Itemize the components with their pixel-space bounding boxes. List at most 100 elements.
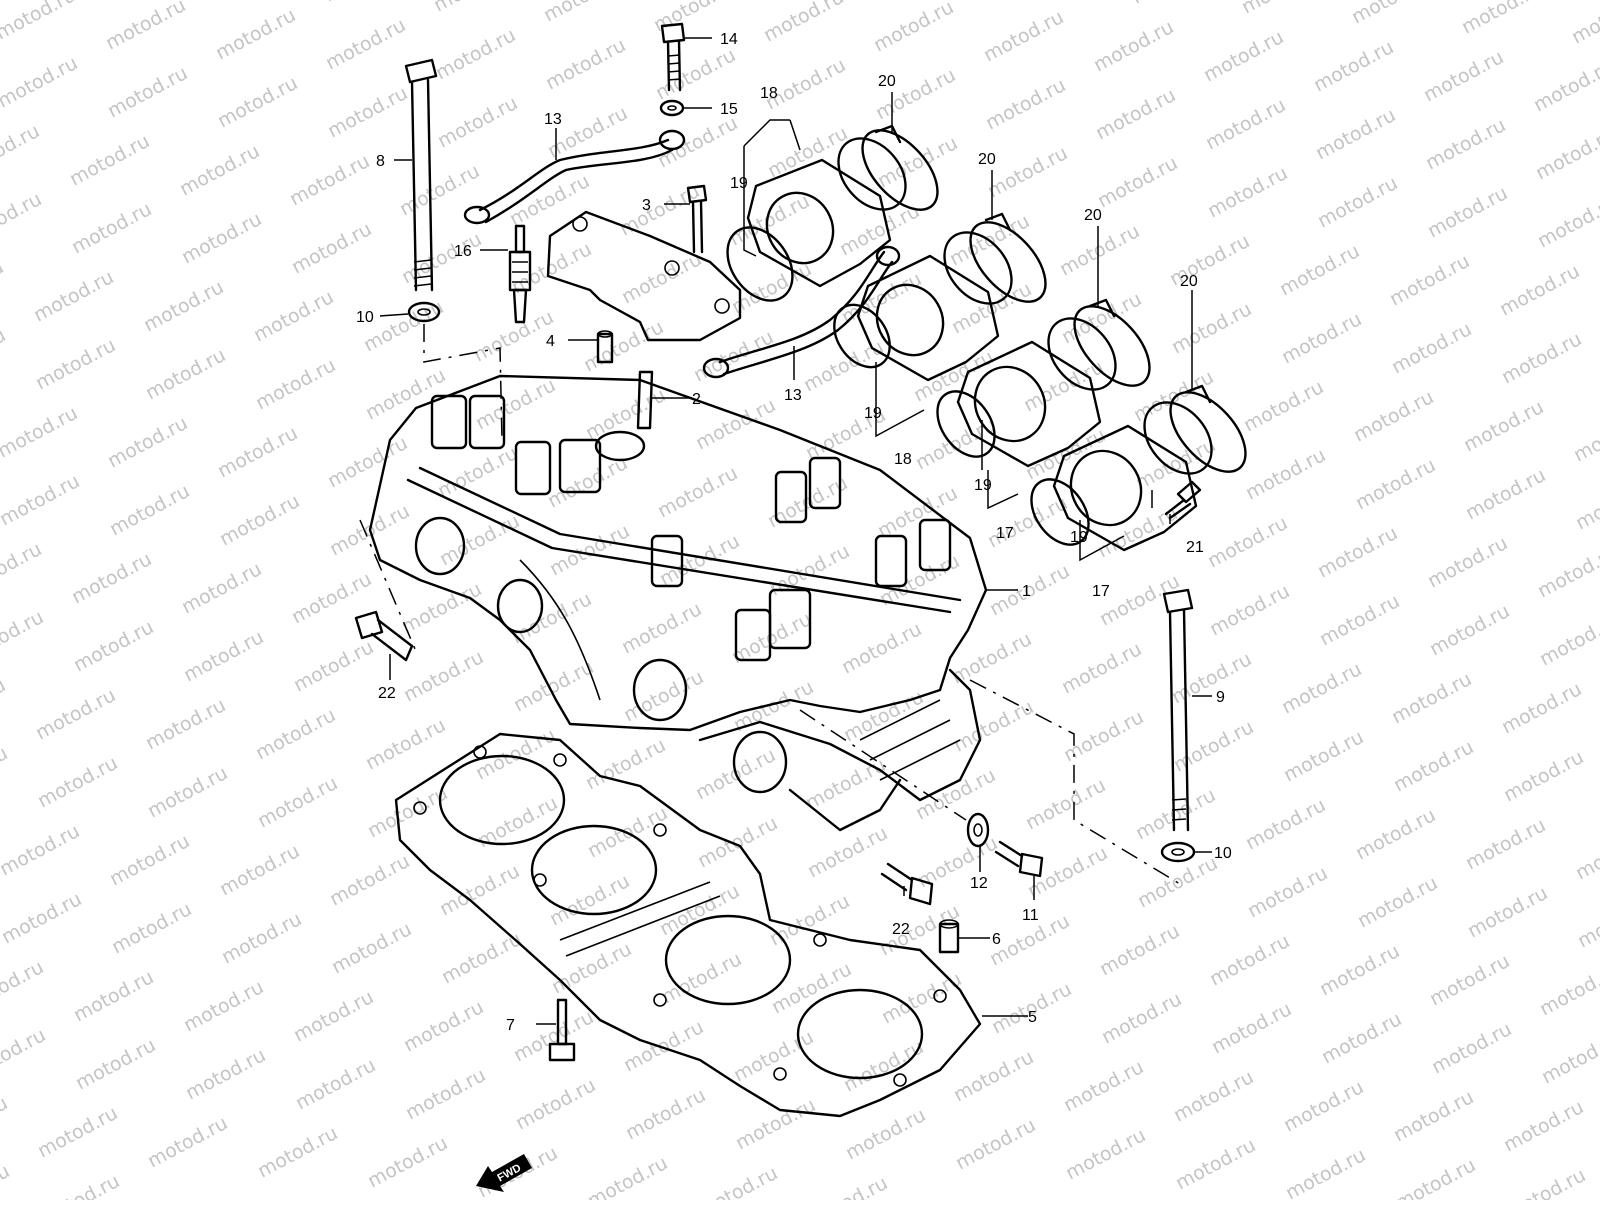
dashed-alignment-lines	[359, 324, 1181, 885]
watermark-text: motod.ru	[1282, 1144, 1369, 1200]
callout-8: 8	[376, 153, 385, 170]
watermark-text: motod.ru	[290, 636, 377, 696]
watermark-text: motod.ru	[654, 112, 741, 172]
watermark-text: motod.ru	[1420, 46, 1507, 106]
watermark-text: motod.ru	[286, 150, 373, 210]
watermark-text: motod.ru	[214, 422, 301, 482]
callout-18-bottom: 18	[894, 451, 912, 468]
watermark-text: motod.ru	[324, 432, 411, 492]
intake-pipe-2	[856, 231, 1013, 382]
watermark-text: motod.ru	[1098, 988, 1185, 1048]
watermark-text: motod.ru	[1532, 124, 1600, 184]
watermark-text: motod.ru	[582, 734, 669, 794]
watermark-text: motod.ru	[616, 180, 703, 240]
watermark-text: motod.ru	[36, 1170, 123, 1200]
part-6-dowel	[938, 919, 960, 954]
watermark-text: motod.ru	[104, 412, 191, 472]
watermark-text: motod.ru	[1244, 862, 1331, 922]
watermark-text: motod.ru	[106, 480, 193, 540]
watermark-text: motod.ru	[254, 1122, 341, 1182]
watermark-text: motod.ru	[1062, 1124, 1149, 1184]
watermark-text: motod.ru	[0, 402, 81, 462]
part-19-oring-1	[726, 226, 794, 302]
watermark-text: motod.ru	[1538, 1028, 1600, 1088]
watermark-text: motod.ru	[254, 772, 341, 832]
callout-16: 16	[454, 243, 472, 260]
watermark-text: motod.ru	[1462, 464, 1549, 524]
watermark-text: motod.ru	[434, 442, 521, 502]
watermark-text: motod.ru	[1204, 162, 1291, 222]
watermark-text: motod.ru	[1572, 474, 1600, 534]
watermark-text: motod.ru	[804, 822, 891, 882]
watermark-text: motod.ru	[328, 918, 415, 978]
watermark-text: motod.ru	[1318, 1008, 1405, 1068]
watermark-text: motod.ru	[1390, 1086, 1477, 1146]
watermark-text: motod.ru	[1530, 56, 1600, 116]
watermark-text: motod.ru	[180, 626, 267, 686]
watermark-text: motod.ru	[874, 132, 961, 192]
callout-5: 5	[1028, 1009, 1037, 1026]
watermark-text: motod.ru	[400, 996, 487, 1056]
callout-20-c: 20	[1084, 207, 1102, 224]
part-4-dowel	[596, 330, 614, 364]
watermark-text: motod.ru	[322, 14, 409, 74]
part-13-hose-lower	[702, 245, 901, 379]
watermark-text: motod.ru	[1022, 774, 1109, 834]
watermark-text: motod.ru	[178, 558, 265, 618]
watermark-text: motod.ru	[362, 364, 449, 424]
callout-19-b: 19	[864, 405, 882, 422]
watermark-text: motod.ru	[1170, 1066, 1257, 1126]
watermark-text: motod.ru	[1352, 454, 1439, 514]
watermark-text: motod.ru	[0, 538, 45, 598]
callout-20-a: 20	[878, 73, 896, 90]
watermark-text: motod.ru	[0, 120, 43, 180]
watermark-text: motod.ru	[1426, 600, 1513, 660]
watermark-text: motod.ru	[618, 248, 705, 308]
part-8-head-bolt	[404, 58, 438, 292]
watermark-text: motod.ru	[1426, 950, 1513, 1010]
watermark-text: motod.ru	[1168, 648, 1255, 708]
watermark-text: motod.ru	[1388, 318, 1475, 378]
watermark-text: motod.ru	[180, 976, 267, 1036]
watermark-text: motod.ru	[1208, 998, 1295, 1058]
watermark-text: motod.ru	[694, 812, 781, 872]
watermark-text: motod.ru	[66, 130, 153, 190]
watermark-text: motod.ru	[34, 1102, 121, 1162]
watermark-text: motod.ru	[982, 74, 1069, 134]
watermark-text: motod.ru	[324, 82, 411, 142]
part-19-oring-3	[936, 390, 996, 458]
part-21-screw	[1164, 480, 1202, 520]
watermark-text: motod.ru	[1388, 668, 1475, 728]
watermark-text: motod.ru	[212, 4, 299, 64]
watermark-text: motod.ru	[436, 860, 523, 920]
watermark-text: motod.ru	[72, 1034, 159, 1094]
watermark-text: motod.ru	[984, 492, 1071, 552]
watermark-text: motod.ru	[1312, 104, 1399, 164]
watermark-text: motod.ru	[472, 374, 559, 434]
watermark-text: motod.ru	[326, 850, 413, 910]
watermark-text: motod.ru	[874, 482, 961, 542]
watermark-text: motod.ru	[768, 958, 855, 1018]
watermark-text: motod.ru	[1060, 706, 1147, 766]
camshaft-holder	[546, 210, 742, 342]
watermark-text: motod.ru	[0, 324, 9, 384]
watermark-text: motod.ru	[0, 820, 83, 880]
watermark-text: motod.ru	[1202, 94, 1289, 154]
watermark-text: motod.ru	[106, 830, 193, 890]
watermark-text: motod.ru	[140, 276, 227, 336]
watermark-text: motod.ru	[1424, 532, 1511, 592]
part-20-clamp-3	[1073, 298, 1151, 387]
watermark-text: motod.ru	[1386, 250, 1473, 310]
watermark-text: motod.ru	[218, 908, 305, 968]
callout-22-left: 22	[378, 685, 396, 702]
part-16-spark-plug	[508, 224, 532, 324]
watermark-text: motod.ru	[842, 1104, 929, 1164]
callout-15: 15	[720, 101, 738, 118]
watermark-text: motod.ru	[1390, 736, 1477, 796]
watermark-text: motod.ru	[142, 344, 229, 404]
watermark-text: motod.ru	[1316, 940, 1403, 1000]
intake-pipe-3	[956, 317, 1117, 468]
callout-labels: 1 2 3 4 5 6 7 8 9 10 10 11 12 13 13 14 1…	[356, 31, 1232, 1034]
